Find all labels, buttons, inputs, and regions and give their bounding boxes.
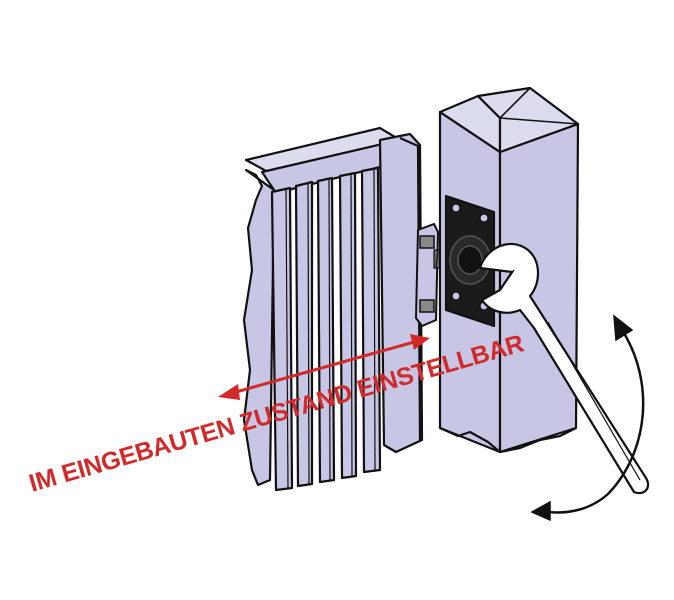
wrench-icon [478,242,650,495]
rotation-double-arrow [530,314,645,522]
gate-panel [242,126,424,492]
adjust-double-arrow [218,334,430,400]
mounting-plate [444,194,496,328]
